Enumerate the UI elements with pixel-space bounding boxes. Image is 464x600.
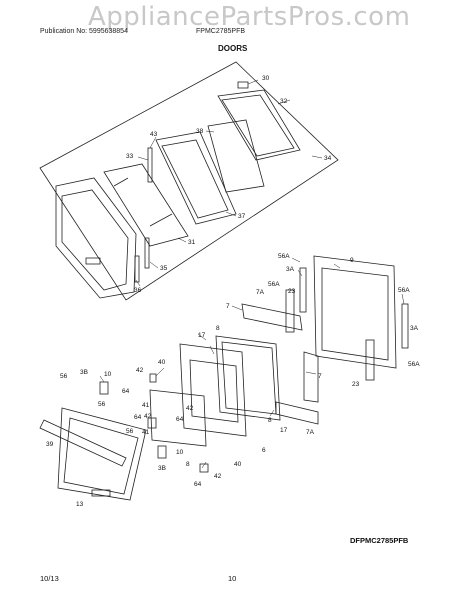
gasket-top [241,303,303,331]
hinge-right [401,303,409,349]
glass-panel [207,119,265,193]
callout-56a-4: 56A [408,361,420,368]
gasket-bottom [275,401,319,425]
callout-7-2: 7 [318,373,322,380]
callout-9: 9 [350,257,354,264]
callout-8-2: 8 [268,417,272,424]
callout-7-1: 7 [226,303,230,310]
callout-13: 13 [76,501,84,508]
hinge-left [299,267,307,313]
callout-42-1: 42 [136,367,144,374]
clip-42-lower [199,463,209,473]
callout-56-3: 56 [126,428,134,435]
callout-56a-3: 56A [398,287,410,294]
publication-number: Publication No: 5995638854 [40,28,128,35]
callout-39: 39 [46,441,54,448]
callout-56-1: 56 [60,373,68,380]
callout-30: 30 [262,75,270,82]
callout-56-2: 56 [98,401,106,408]
door-frame [155,131,237,225]
callout-43: 43 [150,131,158,138]
footer-date: 10/13 [40,574,59,583]
callout-23-1: 23 [288,288,296,295]
callout-38: 38 [196,128,204,135]
callout-40-2: 40 [234,461,242,468]
outer-glass [55,177,137,299]
callout-35: 35 [160,265,168,272]
callout-64-4: 64 [194,481,202,488]
clip-41 [147,417,157,429]
callout-8-3: 8 [186,461,190,468]
callout-41-1: 41 [142,402,150,409]
callout-56a-1: 56A [278,253,290,260]
gasket-right [303,351,319,403]
clip-42 [149,373,157,383]
inner-glass-frame [217,89,301,161]
callout-7a-1: 7A [256,289,265,296]
callout-3a-1: 3A [286,266,295,273]
middle-glass [103,163,189,247]
watermark: AppliancePartsPros.com [88,2,411,32]
callout-41-2: 41 [142,429,150,436]
callout-32: 32 [280,98,288,105]
callout-3a-2: 3A [410,325,419,332]
callout-56a-2: 56A [268,281,280,288]
footer-page: 10 [228,574,237,583]
section-title: DOORS [218,44,248,53]
callout-17-1: 17 [198,332,206,339]
model-number: FPMC2785PFB [196,28,246,35]
inner-frame [215,335,281,421]
handle-bracket-bottom [157,445,167,459]
callout-8-1: 8 [216,325,220,332]
inner-glass-64 [149,389,207,447]
handle-bracket-top [99,381,109,395]
callout-3b-2: 3B [158,465,166,472]
callout-36: 36 [134,287,142,294]
callout-42-3: 42 [186,405,194,412]
callout-64-2: 64 [134,414,142,421]
callout-31: 31 [188,239,196,246]
callout-10-2: 10 [176,449,184,456]
callout-7a-2: 7A [306,429,315,436]
callout-42-2: 42 [144,413,152,420]
door-liner [313,255,397,369]
callout-64-1: 64 [122,388,130,395]
callout-6: 6 [262,447,266,454]
top-clip [237,81,249,89]
callout-17-2: 17 [280,427,288,434]
door-badge [85,257,101,265]
callout-40-1: 40 [158,359,166,366]
door-panel-frame [179,343,247,437]
door-assembly-outline [39,61,339,301]
callout-23-2: 23 [352,381,360,388]
callout-37: 37 [238,213,246,220]
diagram-code: DFPMC2785PFB [350,536,409,545]
side-clip [134,255,140,283]
callout-10-1: 10 [104,371,112,378]
side-strip [144,237,150,269]
outer-door [57,407,147,501]
callout-3b-1: 3B [80,369,88,376]
hinge-23-lower [365,339,375,381]
callout-42-4: 42 [214,473,222,480]
callout-33: 33 [126,153,134,160]
door-handle [39,419,127,467]
callout-64-3: 64 [176,416,184,423]
hinge-23-upper [285,289,295,333]
door-logo-badge [91,489,111,497]
callout-34: 34 [324,155,332,162]
